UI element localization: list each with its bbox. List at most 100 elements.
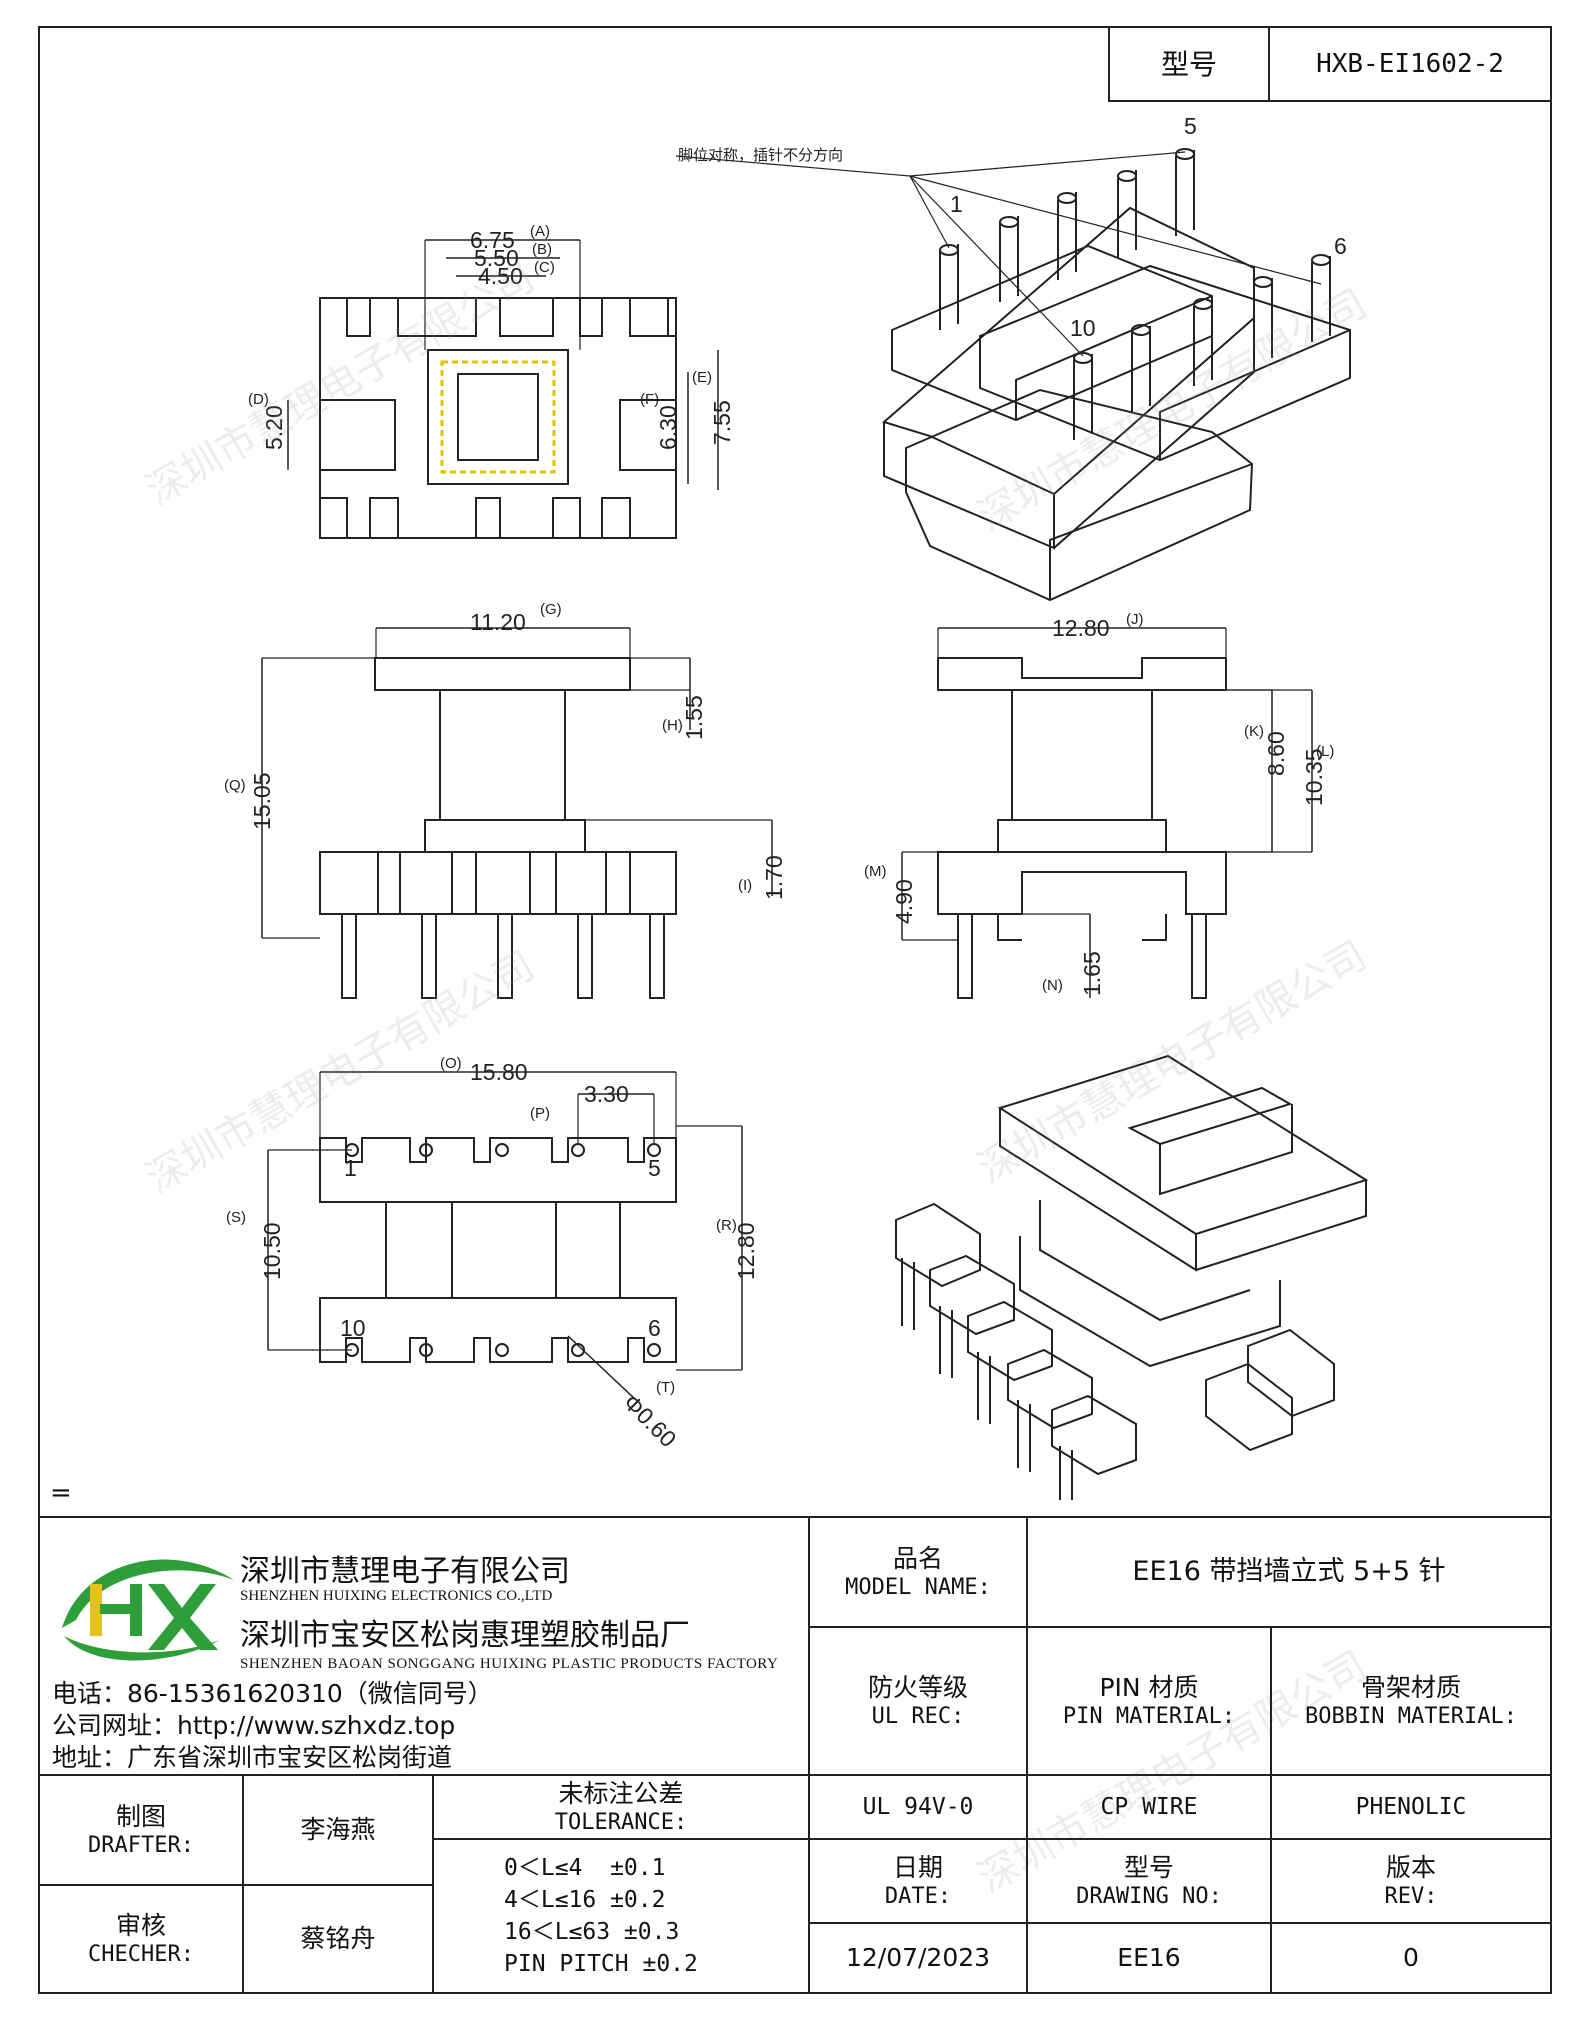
model-name-value: EE16 带挡墙立式 5+5 针	[1132, 1556, 1446, 1588]
company-block: 深圳市慧理电子有限公司 SHENZHEN HUIXING ELECTRONICS…	[40, 1518, 810, 1774]
dim-m-letter: (M)	[864, 863, 887, 880]
dim-s-letter: (S)	[226, 1209, 246, 1226]
checker-name: 蔡铭舟	[300, 1924, 376, 1954]
model-value-cell: HXB-EI1602-2	[1268, 26, 1552, 102]
iso-pin-5: 5	[1184, 113, 1197, 139]
checker-label-cell: 审核 CHECHER:	[38, 1884, 244, 1994]
dim-r: 12.80	[733, 1222, 759, 1280]
dim-m: 4.90	[891, 879, 917, 924]
checker-en: CHECHER:	[88, 1941, 194, 1967]
dim-t-letter: (T)	[656, 1379, 675, 1396]
dim-f: 6.30	[655, 405, 681, 450]
ul-cn: 防火等级	[867, 1672, 968, 1702]
dim-s: 10.50	[259, 1222, 285, 1280]
drawing-no-value: EE16	[1117, 1943, 1181, 1973]
dim-p: 3.30	[584, 1081, 629, 1107]
dim-i: 1.70	[761, 855, 787, 900]
side-view-labels: 12.80 (J) (K) 8.60 (L) 10.35 (M) 4.90 (N…	[864, 611, 1334, 996]
factory-name-en: SHENZHEN BAOAN SONGGANG HUIXING PLASTIC …	[240, 1656, 779, 1672]
dim-p-letter: (P)	[530, 1105, 550, 1122]
drawing-no-label-cell: 型号 DRAWING NO:	[1026, 1838, 1272, 1924]
model-label: 型号	[1160, 47, 1217, 81]
isometric-view-top	[675, 148, 1351, 602]
drawing-no-cn: 型号	[1123, 1852, 1174, 1882]
tolerance-label-cell: 未标注公差 TOLERANCE:	[432, 1774, 810, 1840]
dim-g-letter: (G)	[540, 601, 562, 618]
dim-a-letter: (A)	[530, 223, 550, 240]
drafter-name: 李海燕	[300, 1815, 376, 1845]
dim-l-letter: (L)	[1316, 743, 1334, 760]
dim-d-letter: (D)	[248, 391, 269, 408]
dim-f-letter: (F)	[640, 391, 659, 408]
model-name-en: MODEL NAME:	[845, 1574, 991, 1600]
dim-o: 15.80	[470, 1059, 528, 1085]
bottom-view	[267, 1071, 743, 1401]
pin-1-label: 1	[344, 1155, 357, 1181]
pin-note: 脚位对称，插针不分方向	[678, 147, 843, 164]
front-view-labels: 11.20 (G) (Q) 15.05 (H) 1.55 (I) 1.70	[224, 601, 787, 900]
drafter-name-cell: 李海燕	[242, 1774, 434, 1886]
drafter-label-cell: 制图 DRAFTER:	[38, 1774, 244, 1886]
rev-label-cell: 版本 REV:	[1270, 1838, 1552, 1924]
dim-h: 1.55	[681, 695, 707, 740]
engineering-drawing: 6.75 (A) 5.50 (B) 4.50 (C) (D) 5.20 (F) …	[224, 113, 1369, 1500]
drawing-no-value-cell: EE16	[1026, 1922, 1272, 1994]
checker-cn: 审核	[115, 1910, 166, 1940]
equals-mark: =	[50, 1478, 72, 1508]
date-label-cell: 日期 DATE:	[808, 1838, 1028, 1924]
company-name-cn: 深圳市慧理电子有限公司	[240, 1554, 570, 1589]
dim-c-letter: (C)	[534, 259, 555, 276]
tolerance-line-4: PIN PITCH ±0.2	[504, 1951, 698, 1977]
dim-j: 12.80	[1052, 615, 1110, 641]
top-view	[287, 239, 719, 539]
iso-pin-10: 10	[1070, 315, 1096, 341]
bobbin-material-label-cell: 骨架材质 BOBBIN MATERIAL:	[1270, 1626, 1552, 1776]
drawing-no-en: DRAWING NO:	[1076, 1883, 1222, 1909]
bobbin-material-value: PHENOLIC	[1355, 1793, 1467, 1820]
tolerance-cn: 未标注公差	[558, 1778, 684, 1808]
model-name-value-cell: EE16 带挡墙立式 5+5 针	[1026, 1516, 1552, 1628]
dim-l: 10.35	[1301, 748, 1327, 806]
company-phone: 电话：86-15361620310（微信同号）	[52, 1679, 493, 1708]
rev-cn: 版本	[1385, 1852, 1436, 1882]
ul-label-cell: 防火等级 UL REC:	[808, 1626, 1028, 1776]
drafter-cn: 制图	[115, 1801, 166, 1831]
dim-o-letter: (O)	[440, 1055, 462, 1072]
date-en: DATE:	[884, 1883, 952, 1909]
date-value: 12/07/2023	[845, 1943, 991, 1973]
ul-value-cell: UL 94V-0	[808, 1774, 1028, 1840]
bobbin-material-en: BOBBIN MATERIAL:	[1305, 1703, 1517, 1729]
dim-d: 5.20	[261, 405, 287, 450]
isometric-view-bottom	[895, 1054, 1369, 1500]
top-view-labels: 6.75 (A) 5.50 (B) 4.50 (C) (D) 5.20 (F) …	[248, 223, 735, 450]
dim-a: 6.75	[470, 227, 515, 253]
date-cn: 日期	[892, 1852, 943, 1882]
rev-value-cell: 0	[1270, 1922, 1552, 1994]
iso-pin-6: 6	[1334, 233, 1347, 259]
date-value-cell: 12/07/2023	[808, 1922, 1028, 1994]
tolerance-line-1: 0＜L≤4 ±0.1	[504, 1855, 666, 1881]
dim-h-letter: (H)	[662, 717, 683, 734]
company-name-en: SHENZHEN HUIXING ELECTRONICS CO.,LTD	[240, 1588, 553, 1604]
tolerance-line-3: 16＜L≤63 ±0.3	[504, 1919, 680, 1945]
company-logo	[62, 1559, 234, 1661]
tolerance-line-2: 4＜L≤16 ±0.2	[504, 1887, 666, 1913]
pin-material-value-cell: CP WIRE	[1026, 1774, 1272, 1840]
pin-6-label: 6	[648, 1315, 661, 1341]
dim-t: Φ0.60	[618, 1389, 681, 1452]
checker-name-cell: 蔡铭舟	[242, 1884, 434, 1994]
dim-g: 11.20	[470, 609, 526, 635]
rev-value: 0	[1403, 1943, 1419, 1973]
factory-name-cn: 深圳市宝安区松岗惠理塑胶制品厂	[240, 1618, 690, 1653]
title-block-top-line	[38, 1516, 1552, 1518]
dim-b-letter: (B)	[532, 241, 552, 258]
dim-c: 4.50	[478, 263, 523, 289]
ul-en: UL REC:	[871, 1703, 965, 1729]
logo-h	[90, 1584, 142, 1636]
pin-material-en: PIN MATERIAL:	[1062, 1703, 1236, 1729]
model-name-label-cell: 品名 MODEL NAME:	[808, 1516, 1028, 1628]
model-name-cn: 品名	[892, 1543, 943, 1573]
bobbin-material-value-cell: PHENOLIC	[1270, 1774, 1552, 1840]
pin-material-cn: PIN 材质	[1099, 1672, 1199, 1702]
iso-pin-1: 1	[950, 191, 963, 217]
